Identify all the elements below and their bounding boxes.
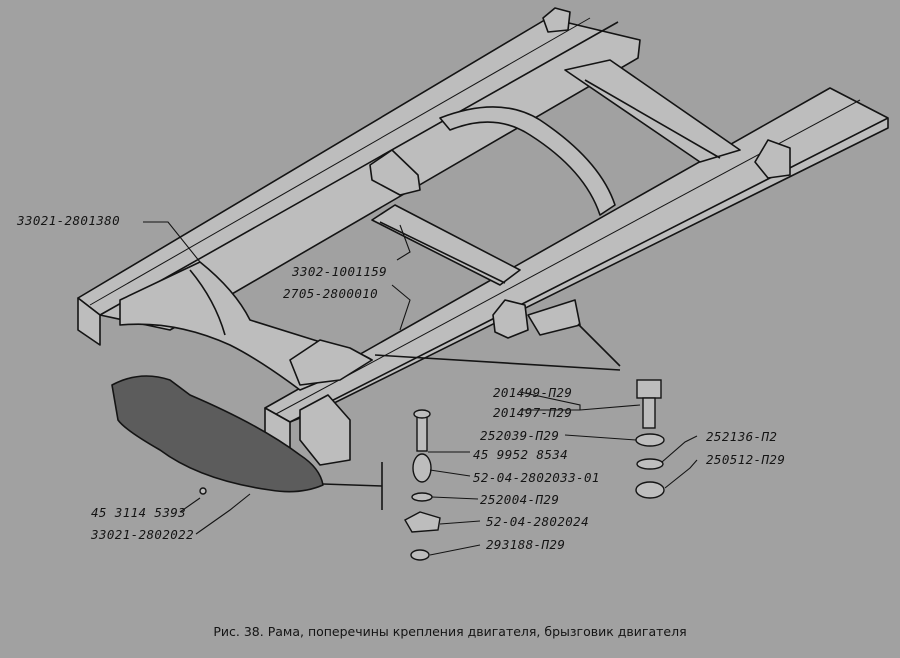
pin	[416, 414, 428, 452]
label-lock-washer-252136: 252136-П2	[706, 429, 778, 444]
mud-guard	[111, 375, 324, 493]
tubular-crossmember	[439, 106, 616, 216]
rear-crossmember	[564, 59, 741, 163]
rear-bracket	[754, 139, 791, 179]
label-engine-mount-crossmember: 2705-2800010	[283, 286, 379, 301]
label-pin-45-9952: 45 9952 8534	[473, 447, 569, 462]
bracket-plate	[527, 299, 581, 336]
screw	[199, 487, 207, 495]
flat-washer	[635, 433, 665, 447]
washer-small	[411, 492, 433, 502]
label-spring-52-04-2802033: 52-04-2802033-01	[473, 470, 600, 485]
label-frame-side-member: 33021-2801380	[17, 213, 121, 228]
label-bolt-201499: 201499-П29	[493, 385, 573, 400]
label-nut-250512: 250512-П29	[706, 452, 786, 467]
bolt-shank	[642, 397, 656, 429]
label-bolt-201497: 201497-П29	[493, 405, 573, 420]
coil-spring	[412, 453, 432, 483]
spring-bracket	[404, 511, 441, 533]
label-screw-45-3114: 45 3114 5393	[91, 505, 187, 520]
label-bracket-52-04-2802024: 52-04-2802024	[486, 514, 590, 529]
left-side-member-web	[77, 297, 101, 346]
label-mud-guard: 33021-2802022	[91, 527, 195, 542]
label-washer-252004: 252004-П29	[480, 492, 560, 507]
front-mount-bracket	[299, 394, 351, 466]
engine-bracket-left	[369, 149, 421, 196]
bolt-head	[636, 379, 662, 399]
hex-nut	[635, 481, 665, 499]
label-cotter-293188: 293188-П29	[486, 537, 566, 552]
spring-washer	[636, 458, 664, 470]
middle-crossmember	[371, 204, 521, 286]
cotter-pin	[410, 549, 430, 561]
label-crossmember-front: 3302-1001159	[292, 264, 388, 279]
figure-caption: Рис. 38. Рама, поперечины крепления двиг…	[213, 624, 687, 639]
label-washer-252039: 252039-П29	[480, 428, 560, 443]
engine-bracket-right	[492, 299, 529, 339]
